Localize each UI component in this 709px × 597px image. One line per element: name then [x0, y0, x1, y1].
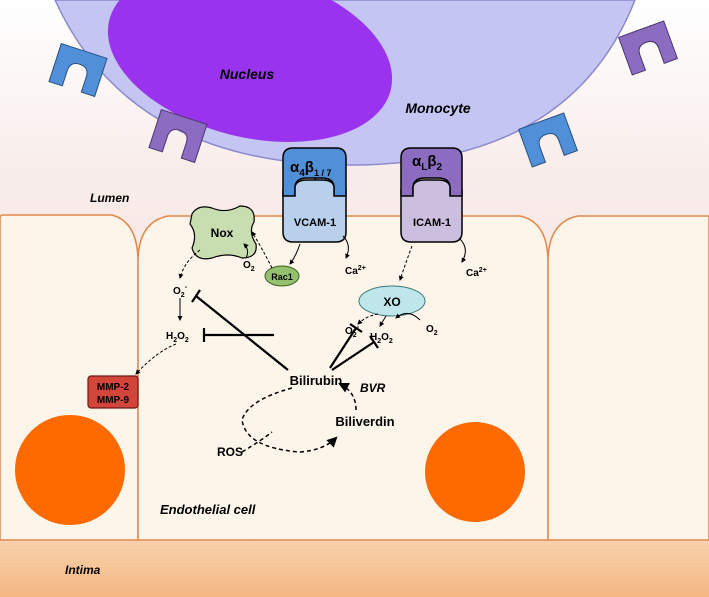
icam1-label: ICAM-1	[413, 217, 451, 229]
arrow-icam-to-ca	[458, 237, 467, 263]
arrow-biliverdin-to-bilirubin	[338, 383, 357, 411]
arrow-bilirubin-to-biliverdin	[241, 387, 338, 453]
arrow-nox-to-superoxide	[178, 249, 201, 279]
endothelial-cell-label: Endothelial cell	[160, 502, 256, 517]
mmp9-label: MMP-9	[97, 395, 130, 406]
biliverdin-label: Biliverdin	[335, 414, 394, 429]
monocyte-nucleus	[107, 0, 393, 142]
integrin-a4b17-label: α4β1 / 7	[290, 159, 331, 179]
receptor-blue-right	[517, 112, 579, 168]
intima-layer	[0, 540, 709, 597]
bvr-label: BVR	[360, 381, 386, 395]
o2-nox-label: O2	[243, 260, 255, 273]
mmp2-label: MMP-2	[97, 382, 130, 393]
inhibit-bilirubin-superoxide	[195, 295, 289, 371]
o2-xo-label: O2	[426, 324, 438, 337]
ca-left-label: Ca2+	[345, 265, 366, 277]
intima-label: Intima	[65, 563, 101, 577]
arrow-vcam-to-rac1	[289, 243, 301, 265]
xo-label: XO	[383, 295, 400, 309]
ca-right-label: Ca2+	[466, 267, 487, 279]
arrow-h2o2-to-mmp	[135, 343, 177, 375]
mmp-box	[87, 375, 139, 409]
rac1-protein	[264, 265, 300, 287]
endothelial-nucleus-left	[15, 415, 125, 525]
vcam1-label: VCAM-1	[294, 217, 336, 229]
arrow-o2-to-nox	[243, 243, 249, 259]
h2o2-left-label: H2O2	[166, 331, 189, 344]
receptor-purple-left	[148, 108, 208, 164]
endothelial-cell-right	[547, 215, 709, 541]
rac1-label: Rac1	[271, 272, 293, 282]
integrin-aLb2-label: αLβ2	[412, 153, 443, 173]
receptor-blue-left	[48, 42, 108, 98]
lumen-label: Lumen	[90, 191, 129, 205]
nox-enzyme	[189, 205, 257, 260]
xo-enzyme	[358, 285, 426, 317]
h2o2-right-label: H2O2	[370, 332, 393, 345]
inhibit-bilirubin-xo-h2o2	[331, 341, 375, 371]
monocyte-label: Monocyte	[405, 100, 471, 116]
arrow-xo-to-superoxide	[357, 313, 379, 325]
nucleus-label: Nucleus	[220, 66, 275, 82]
icam1-receptor	[400, 189, 463, 243]
superoxide-right-label: O2-	[345, 324, 360, 339]
arrow-rac1-to-nox	[251, 231, 273, 269]
arrow-o2-to-xo	[395, 313, 421, 321]
endothelial-nucleus-right	[425, 422, 525, 522]
arrow-vcam-to-ca	[342, 235, 350, 259]
arrow-ros-to-cycle	[241, 431, 273, 453]
superoxide-left-label: O2-	[173, 284, 188, 299]
nox-label: Nox	[211, 226, 234, 240]
bilirubin-label: Bilirubin	[290, 373, 343, 388]
ros-label: ROS	[217, 445, 243, 459]
inhibit-bilirubin-xo-superoxide	[329, 327, 357, 369]
receptor-purple-right	[617, 20, 679, 76]
arrow-xo-to-h2o2	[379, 315, 387, 327]
